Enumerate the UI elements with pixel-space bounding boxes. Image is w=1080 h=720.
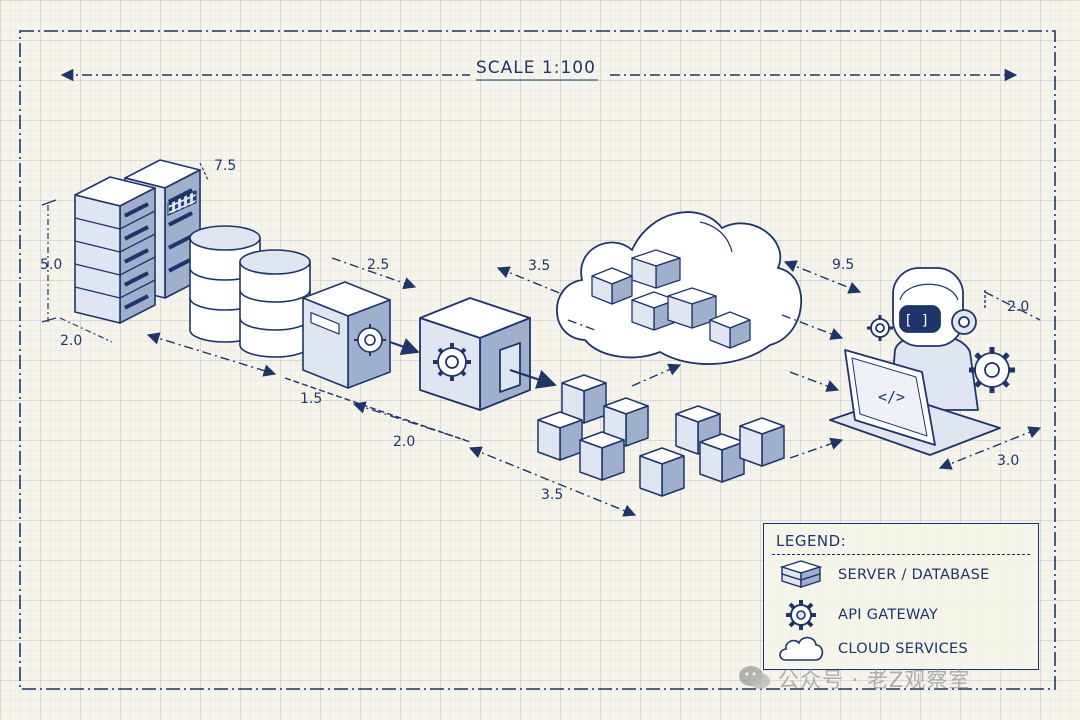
dim-server-width: 7.5 [214,158,237,174]
server-database-icon [779,560,823,588]
flow-arrows [146,257,1042,517]
database-cylinders-icon [189,225,311,358]
svg-text:[ ]: [ ] [904,313,929,329]
server-dimensions [41,162,209,343]
cloud-icon [779,636,824,661]
watermark-text: 公众号 · 老Z观察室 [778,668,971,692]
laptop-code-label: </> [878,388,905,406]
legend-item-cloud-services: CLOUD SERVICES [776,632,1026,666]
dim-db-to-gateway: 2.5 [367,257,390,273]
dim-server-depth: 2.0 [60,333,83,349]
drawing-frame [19,30,1056,690]
server-rack-icon [74,159,201,324]
legend-divider [772,554,1030,555]
dim-gateway-to-cubes: 3.5 [541,487,564,503]
legend-item-server-database: SERVER / DATABASE [776,558,1026,592]
gear-icon [786,600,816,630]
safe-box-icon [302,281,391,389]
wechat-icon [739,666,770,689]
dim-safe-to-gateway: 2.0 [393,434,416,450]
dim-cloud-gap: 3.5 [528,258,551,274]
dim-ai-height: 2.0 [1007,299,1030,315]
cloud-services-icon [555,211,802,365]
legend-item-api-gateway: API GATEWAY [776,598,1026,632]
scale-line [60,68,1018,82]
gateway-cube-icon [419,297,557,411]
legend-label-api-gateway: API GATEWAY [838,607,939,623]
dim-servers-to-safe: 1.5 [300,391,323,407]
legend-label-cloud-services: CLOUD SERVICES [838,641,969,657]
dim-cloud-to-ai: 9.5 [832,257,855,273]
legend-box: LEGEND: SERVER / DATABASE API GATEWAY [763,523,1039,670]
dim-laptop-depth: 3.0 [997,453,1020,469]
legend-title: LEGEND: [776,532,847,550]
legend-label-server-database: SERVER / DATABASE [838,567,990,583]
dim-server-height: 5.0 [40,257,63,273]
ai-robot-icon: [ ] [867,267,1015,411]
watermark: 公众号 · 老Z观察室 [730,660,1050,696]
microservice-cubes [537,374,785,497]
scale-label: SCALE 1:100 [476,58,596,78]
